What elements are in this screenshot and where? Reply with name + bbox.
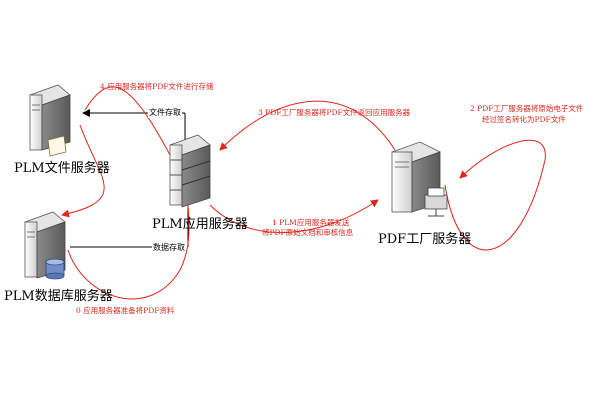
step-0-annotation: 0 应用服务器准备将PDF资料 [76, 306, 175, 315]
step-3-annotation: 3 PDF工厂服务器将PDF文件返回应用服务器 [258, 108, 411, 117]
db-server-icon [24, 211, 66, 280]
db-server-label: PLM数据库服务器 [4, 289, 113, 304]
app-server-icon [169, 134, 211, 208]
flow-step-2-curve [444, 139, 546, 251]
flow-step-0-curve [67, 204, 190, 300]
flow-step-3-curve [219, 100, 396, 151]
step-2-annotation-line2: 经过签名转化为PDF文件 [482, 115, 566, 124]
step-2-annotation-line1: 2 PDF工厂服务器将原始电子文件 [470, 104, 584, 113]
file-server-label: PLM文件服务器 [14, 161, 110, 176]
app-server-label: PLM应用服务器 [152, 217, 248, 232]
flow-step-1-curve [209, 199, 379, 234]
file-storage-connector [82, 109, 186, 150]
pdf-server-label: PDF工厂服务器 [378, 232, 472, 247]
flow-step-4-curve [61, 86, 171, 218]
file-storage-label: 文件存取 [148, 107, 182, 118]
file-server-icon [29, 84, 71, 157]
pdf-server-icon [390, 141, 448, 217]
step-1-annotation-line1: 1 PLM应用服务器发送 [272, 218, 350, 227]
data-storage-label: 数据存取 [152, 242, 186, 253]
step-1-annotation-line2: 将PDF原始文档和审核信息 [262, 228, 354, 237]
step-4-annotation: 4 应用服务器将PDF文件进行存储 [100, 82, 214, 91]
